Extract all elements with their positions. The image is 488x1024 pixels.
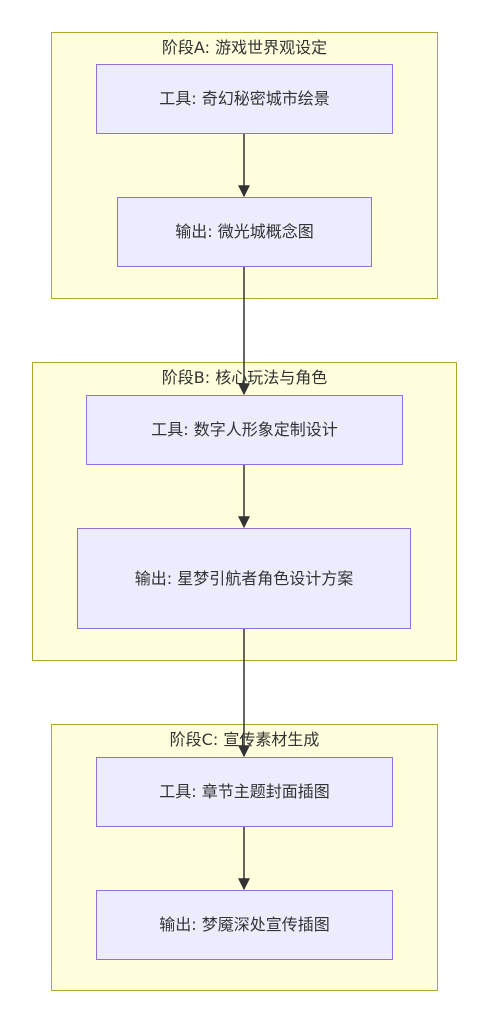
stage-c-title: 阶段C: 宣传素材生成 xyxy=(169,730,320,749)
stage-a-title: 阶段A: 游戏世界观设定 xyxy=(161,38,328,57)
node-a-tool-label: 工具: 奇幻秘密城市绘景 xyxy=(159,89,330,108)
stage-b-title: 阶段B: 核心玩法与角色 xyxy=(161,368,328,387)
node-a-output-label: 输出: 微光城概念图 xyxy=(175,222,314,241)
node-b-tool-label: 工具: 数字人形象定制设计 xyxy=(151,420,338,439)
node-b-output: 输出: 星梦引航者角色设计方案 xyxy=(77,528,411,629)
node-c-tool-label: 工具: 章节主题封面插图 xyxy=(159,782,330,801)
node-a-output: 输出: 微光城概念图 xyxy=(117,197,372,267)
node-a-tool: 工具: 奇幻秘密城市绘景 xyxy=(96,64,393,134)
node-c-tool: 工具: 章节主题封面插图 xyxy=(96,757,393,827)
node-c-output: 输出: 梦魇深处宣传插图 xyxy=(96,890,393,960)
node-b-output-label: 输出: 星梦引航者角色设计方案 xyxy=(134,568,354,588)
node-b-tool: 工具: 数字人形象定制设计 xyxy=(86,395,403,465)
node-c-output-label: 输出: 梦魇深处宣传插图 xyxy=(159,915,330,934)
